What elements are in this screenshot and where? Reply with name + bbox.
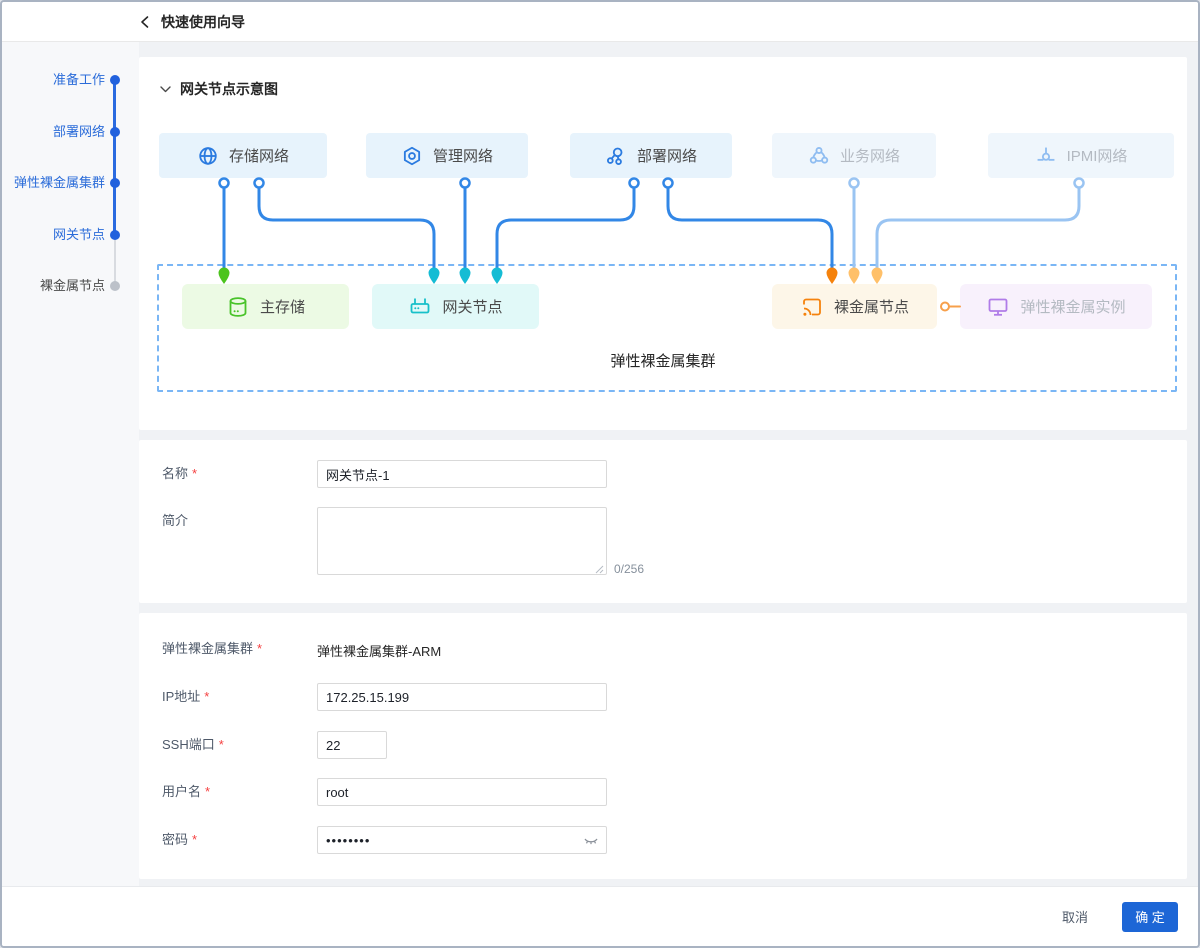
ssh-port-input[interactable]	[317, 731, 387, 759]
sidebar-step-deploy-network[interactable]: 部署网络	[52, 124, 105, 139]
node-label: 主存储	[259, 299, 305, 316]
network-box-deployment: 部署网络	[570, 133, 732, 178]
network-label: 部署网络	[636, 148, 697, 165]
required-marker: *	[205, 784, 211, 799]
page-body: 准备工作 部署网络 弹性裸金属集群 网关节点 裸金属节点 网关节点示意图	[2, 42, 1198, 886]
node-box-primary-storage: 主存储	[182, 284, 349, 329]
required-marker: *	[192, 466, 198, 481]
node-box-gateway: 网关节点	[372, 284, 539, 329]
required-marker: *	[204, 689, 210, 704]
network-box-business: 业务网络	[772, 133, 936, 178]
cluster-field-label: 弹性裸金属集群*	[162, 641, 263, 656]
network-box-storage: 存储网络	[159, 133, 327, 178]
password-field-label: 密码*	[162, 832, 198, 847]
step-dot	[110, 281, 120, 291]
network-label: 业务网络	[839, 148, 900, 165]
sidebar-step-cluster[interactable]: 弹性裸金属集群	[13, 175, 105, 190]
ssh-port-field-label: SSH端口*	[162, 737, 224, 752]
sidebar-step-baremetal-node[interactable]: 裸金属节点	[39, 278, 105, 293]
network-label: 管理网络	[432, 148, 493, 165]
node-label: 网关节点	[442, 299, 503, 316]
back-icon[interactable]	[137, 14, 153, 30]
footer-bar: 取消 确 定	[2, 886, 1198, 946]
network-box-management: 管理网络	[366, 133, 528, 178]
router-icon	[408, 295, 432, 319]
cast-icon	[800, 295, 824, 319]
network-box-ipmi: IPMI网络	[988, 133, 1174, 178]
ip-field-label: IP地址*	[162, 689, 210, 704]
diagram-panel: 网关节点示意图	[139, 57, 1187, 430]
node-label: 裸金属节点	[833, 299, 909, 316]
steps-progress-line	[113, 80, 116, 235]
char-counter: 0/256	[614, 562, 645, 576]
basic-info-panel: 名称* 简介 0/256	[139, 440, 1187, 603]
node-box-baremetal: 裸金属节点	[772, 284, 937, 329]
diagram-section-title: 网关节点示意图	[180, 81, 278, 97]
probe-node-icon	[1035, 145, 1057, 167]
wizard-steps-nav: 准备工作 部署网络 弹性裸金属集群 网关节点 裸金属节点	[2, 42, 139, 886]
network-label: IPMI网络	[1066, 148, 1128, 165]
diagram-section-toggle[interactable]: 网关节点示意图	[160, 79, 278, 99]
node-label: 弹性裸金属实例	[1020, 299, 1126, 316]
cluster-label: 弹性裸金属集群	[610, 353, 716, 370]
name-input[interactable]	[317, 460, 607, 488]
page-title: 快速使用向导	[161, 13, 245, 30]
required-marker: *	[257, 641, 263, 656]
step-dot	[110, 127, 120, 137]
monitor-icon	[986, 295, 1010, 319]
cancel-button[interactable]: 取消	[1056, 906, 1094, 927]
description-textarea[interactable]	[317, 507, 607, 575]
page-header: 快速使用向导	[2, 2, 1198, 42]
chevron-down-icon	[160, 85, 171, 92]
required-marker: *	[218, 737, 224, 752]
step-dot	[110, 178, 120, 188]
username-field-label: 用户名*	[162, 784, 211, 799]
globe-icon	[197, 145, 219, 167]
sidebar-step-prepare[interactable]: 准备工作	[52, 72, 105, 87]
step-dot	[110, 75, 120, 85]
required-marker: *	[192, 832, 198, 847]
network-label: 存储网络	[228, 148, 289, 165]
description-field-label: 简介	[162, 513, 189, 528]
hexagon-nut-icon	[401, 145, 423, 167]
sidebar-step-gateway-node[interactable]: 网关节点	[52, 227, 105, 242]
node-box-instance: 弹性裸金属实例	[960, 284, 1152, 329]
database-icon	[226, 295, 250, 319]
confirm-button[interactable]: 确 定	[1122, 901, 1178, 932]
cloud-nodes-icon	[808, 145, 830, 167]
username-input[interactable]	[317, 778, 607, 806]
step-dot	[110, 230, 120, 240]
name-field-label: 名称*	[162, 466, 198, 481]
password-input[interactable]	[317, 826, 607, 854]
connection-panel: 弹性裸金属集群* 弹性裸金属集群-ARM IP地址* SSH端口* 用户名* 密…	[139, 613, 1187, 879]
cluster-value: 弹性裸金属集群-ARM	[317, 644, 442, 659]
steps-pending-line	[114, 235, 116, 286]
ip-input[interactable]	[317, 683, 607, 711]
eye-invisible-icon[interactable]	[583, 832, 599, 848]
topology-icon	[605, 145, 627, 167]
